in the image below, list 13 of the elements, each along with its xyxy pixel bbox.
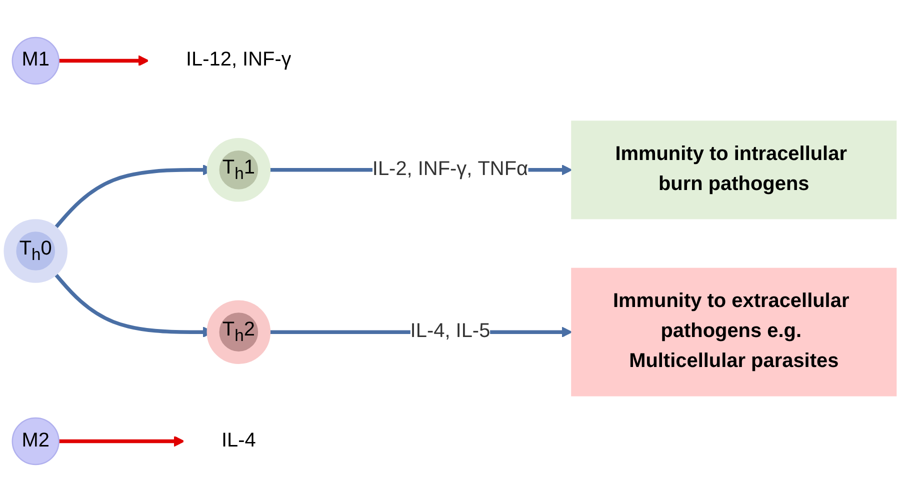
node-box: Immunity to extracellular pathogens e.g. Multicellular parasites — [571, 268, 897, 396]
node-circle: T$_{h}$0 — [4, 219, 68, 283]
node-circle: M2 — [12, 417, 60, 466]
arrow — [58, 55, 150, 66]
node-circle: T$_{h}$2 — [206, 300, 271, 364]
edge-label: IL-2, INF-γ, TNFα — [372, 158, 528, 180]
node-text: IL-4 — [221, 430, 256, 452]
node-circle: M1 — [12, 36, 60, 85]
arrow — [58, 436, 185, 447]
node-text: IL-12, INF-γ — [186, 50, 292, 71]
node-box: Immunity to intracellular burn pathogens — [571, 120, 897, 220]
edge-label: IL-4, IL-5 — [410, 320, 490, 342]
node-circle: T$_{h}$1 — [206, 138, 271, 202]
